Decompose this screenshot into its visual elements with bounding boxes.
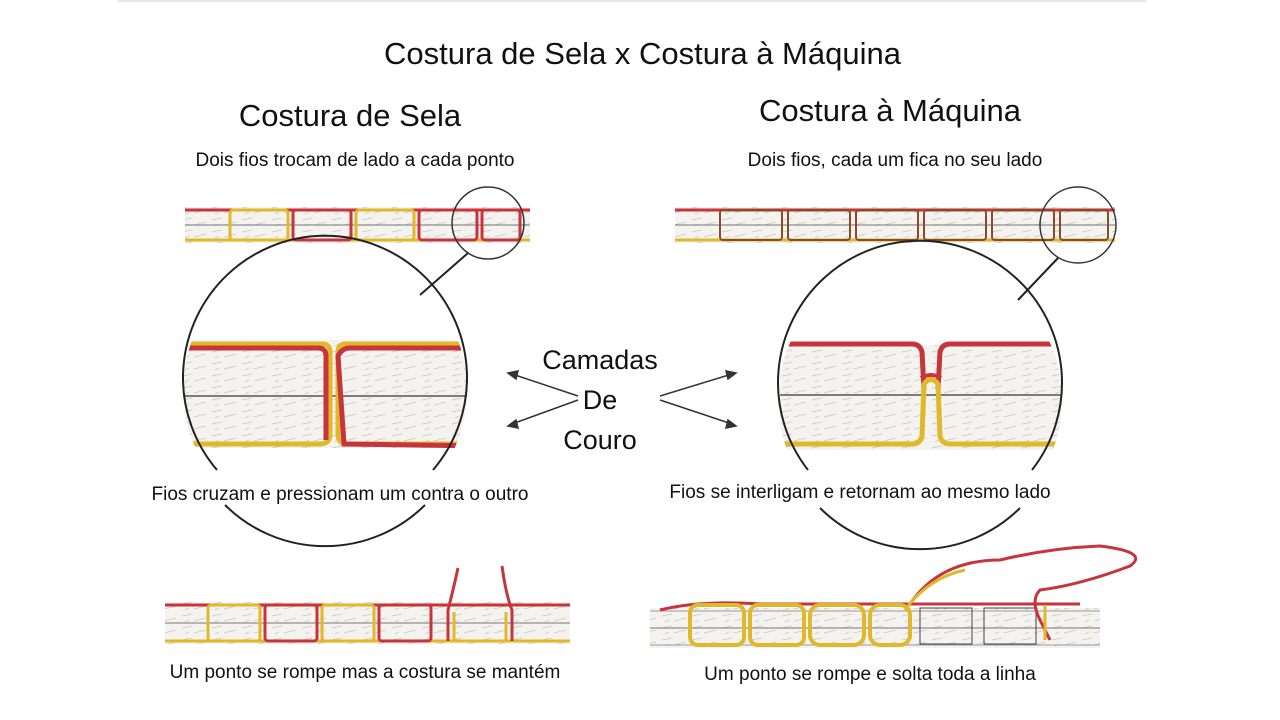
machine-magnifier	[777, 239, 1063, 551]
saddle-heading: Costura de Sela	[238, 98, 462, 133]
page-title: Costura de Sela x Costura à Máquina	[384, 36, 901, 71]
leather-layers-label: Camadas De Couro	[540, 340, 660, 460]
saddle-top-strip	[185, 186, 530, 296]
saddle-caption-bottom: Um ponto se rompe mas a costura se manté…	[169, 662, 561, 683]
saddle-caption-top: Dois fios trocam de lado a cada ponto	[195, 150, 515, 171]
machine-caption-mid: Fios se interligam e retornam ao mesmo l…	[669, 482, 1051, 503]
machine-caption-top: Dois fios, cada um fica no seu lado	[747, 150, 1043, 171]
machine-broken-strip	[650, 544, 1138, 648]
saddle-magnifier	[182, 234, 468, 548]
machine-top-strip	[675, 186, 1117, 301]
top-rule	[118, 0, 1146, 2]
leather-arrows	[506, 370, 738, 429]
leather-label-line2: De	[582, 385, 618, 415]
saddle-caption-mid: Fios cruzam e pressionam um contra o out…	[151, 484, 529, 505]
machine-caption-bottom: Um ponto se rompe e solta toda a linha	[704, 664, 1036, 685]
saddle-broken-strip	[165, 565, 570, 644]
leather-label-line3: Couro	[563, 425, 637, 455]
leather-label-line1: Camadas	[542, 345, 658, 375]
machine-heading: Costura à Máquina	[759, 93, 1021, 128]
